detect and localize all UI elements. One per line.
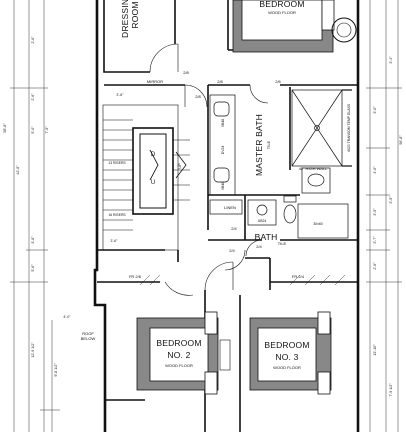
dim-right-5: 2'-6" — [373, 262, 377, 270]
tile-label: 4X20 TRANSOM TEMP GLASS — [347, 103, 351, 152]
dim-left-1: 2'-6" — [31, 36, 35, 44]
roof-below-label-2: BELOW — [81, 336, 96, 341]
dressing-room-label-2: ROOM — [130, 1, 140, 28]
bed-bedroom-top — [232, 0, 335, 53]
door-label-8: FR 2/6 — [129, 274, 142, 279]
high-wall-label: 42" HIGH WALL — [299, 166, 329, 171]
dim-left-6: 3'-8" — [31, 236, 35, 244]
bed-bedroom-3 — [249, 311, 332, 395]
bedroom-2-floor: WOOD FLOOR — [165, 363, 193, 368]
vanity-a-label: VB48 — [221, 119, 225, 127]
dim-outer-1: 42'-8" — [16, 165, 20, 175]
door-label-9: FR 2/4 — [292, 274, 305, 279]
vanity-mid-label: DV24 — [221, 146, 225, 155]
mirror-label: MIRROR — [147, 79, 163, 84]
door-swings — [149, 43, 269, 296]
door-label-7: 2/4 — [229, 248, 235, 253]
dim-right-3: 3'-5" — [373, 208, 377, 216]
bedroom-2-label: BEDROOM — [156, 338, 201, 348]
bed-bedroom-2 — [136, 311, 231, 395]
dim-right-1: 3'-0" — [373, 106, 377, 114]
shower — [291, 89, 352, 167]
dim-left-2: 5'-0" — [31, 126, 35, 134]
ub-label: UB24 — [258, 219, 267, 223]
door-label-6: 2/4 — [231, 226, 237, 231]
bedroom-3-floor: WOOD FLOOR — [273, 365, 301, 370]
interior-walls — [97, 0, 358, 432]
vanity-bath-label: 30x60 — [313, 222, 322, 226]
bath-label: BATH — [255, 232, 278, 242]
door-label-2: 2/8 — [217, 79, 223, 84]
left-dimension-lines — [10, 0, 60, 432]
bedroom-top-floor: WOOD FLOOR — [268, 10, 296, 15]
dim-left-4: 7'-5" — [45, 126, 49, 134]
stair-up-text: UP — [177, 163, 182, 169]
staircase — [102, 104, 190, 251]
stair-risers-b: 16 RISERS — [108, 213, 126, 217]
door-label-5: 2/4 — [256, 244, 262, 249]
dim-left-11: 4'-0" — [63, 315, 71, 319]
bedroom-3-label: BEDROOM — [264, 340, 309, 350]
dim-outer-2: 58'-8" — [3, 123, 7, 133]
dim-right-6: 3'-4" — [389, 56, 393, 64]
roof-below-label: ROOF — [82, 331, 94, 336]
dim-outer-3: 56'-8" — [399, 135, 403, 145]
dim-right-2: 4'-0" — [373, 166, 377, 174]
dim-left-7: 3'-6" — [110, 239, 118, 243]
bedroom-top-label: BEDROOM — [259, 0, 304, 9]
master-vanity — [209, 94, 236, 196]
dim-left-9: 12'-9 1/2" — [31, 342, 35, 358]
dim-right-7: 3'-5" — [389, 196, 393, 204]
master-bath-floor: TILE — [266, 140, 271, 149]
bath-fixtures — [209, 167, 349, 239]
vanity-b-label: VB48 — [221, 182, 225, 190]
dim-left-3: 3'-6" — [116, 93, 124, 97]
door-label-4: 2/6 — [275, 79, 281, 84]
linen-label: LINEN — [224, 205, 236, 210]
dim-left-5: 2'-6" — [31, 93, 35, 101]
door-label-3: 2/8 — [195, 94, 201, 99]
right-dimension-lines — [366, 0, 402, 432]
dim-left-8: 5'-6" — [31, 264, 35, 272]
closet-hatches — [139, 274, 346, 286]
stair-dn-label: D — [151, 152, 156, 158]
stair-risers-a: 13 RISERS — [108, 161, 126, 165]
stair-treads — [103, 119, 190, 231]
dressing-room-label: DRESSING — [120, 0, 130, 38]
bedroom-2-number: NO. 2 — [167, 350, 190, 360]
exterior-walls — [93, 0, 360, 432]
plant — [331, 17, 357, 43]
door-label-1: 2/8 — [183, 70, 189, 75]
dim-left-10: 9'-8 1/2" — [54, 363, 58, 377]
bedroom-3-number: NO. 3 — [275, 352, 298, 362]
bath-floor: TILE — [278, 241, 287, 246]
master-bath-label: MASTER BATH — [254, 114, 264, 176]
dim-right-8: 13'-10" — [373, 344, 377, 356]
dim-right-9: 7'-9 1/2" — [389, 383, 393, 397]
dim-right-4: 3'-7" — [373, 236, 377, 244]
stair-up-label: U — [151, 180, 155, 186]
